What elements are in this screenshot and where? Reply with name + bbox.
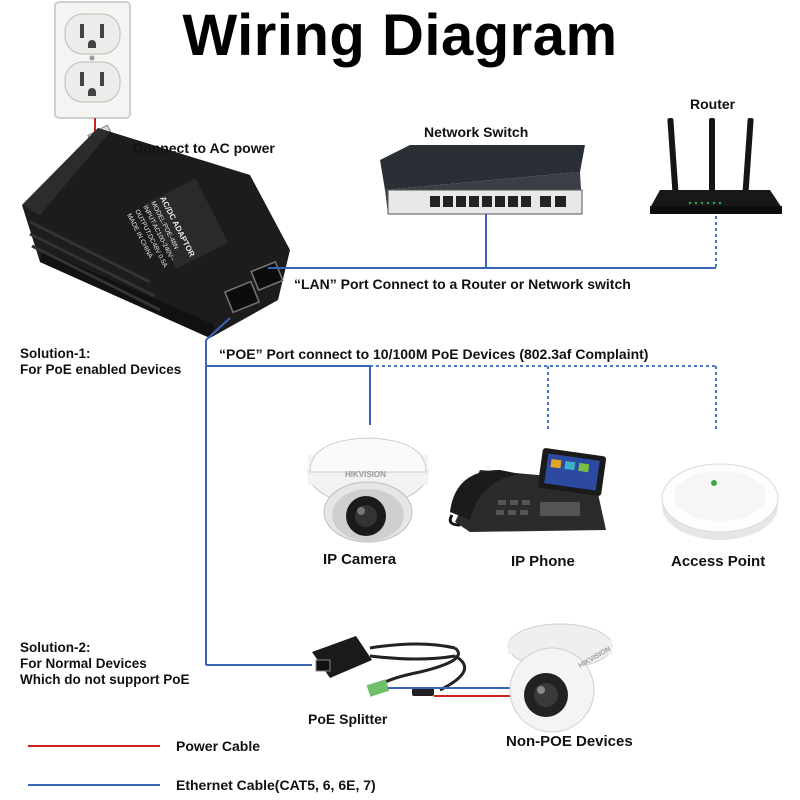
poe-injector-icon — [22, 124, 290, 338]
ip-camera-label: IP Camera — [323, 551, 397, 568]
non-poe-camera-icon: HIKVISION — [507, 623, 613, 733]
ip-phone-icon — [448, 448, 607, 532]
non-poe-devices-label: Non-POE Devices — [506, 733, 633, 750]
solution-1-title: Solution-1: — [20, 346, 91, 361]
solution-2-desc: For Normal Devices — [20, 656, 147, 671]
access-point-label: Access Point — [671, 553, 766, 570]
camera-brand: HIKVISION — [345, 470, 386, 479]
network-switch-icon — [380, 145, 585, 215]
ac-power-label: Connect to AC power — [133, 140, 275, 156]
router-icon — [650, 118, 782, 214]
adapter-label: AC/DC ADAPTOR MODEL:POE-48N INPUT:AC100-… — [125, 195, 196, 269]
ip-camera-icon: HIKVISION — [307, 437, 429, 543]
ip-phone-label: IP Phone — [511, 553, 575, 570]
solution-2-desc: Which do not support PoE — [20, 672, 190, 687]
solution-2-block: Solution-2: For Normal Devices Which do … — [20, 640, 189, 688]
network-switch-label: Network Switch — [424, 124, 529, 140]
access-point-icon — [661, 463, 779, 540]
solution-1-block: Solution-1: For PoE enabled Devices — [20, 346, 181, 378]
poe-splitter-label: PoE Splitter — [308, 711, 388, 727]
router-label: Router — [690, 96, 736, 112]
legend-power-label: Power Cable — [176, 738, 261, 754]
poe-port-label: “POE” Port connect to 10/100M PoE Device… — [219, 346, 649, 362]
page-title: Wiring Diagram — [182, 3, 618, 68]
lan-port-label: “LAN” Port Connect to a Router or Networ… — [294, 276, 631, 292]
solution-1-desc: For PoE enabled Devices — [20, 362, 182, 377]
wall-outlet-icon — [54, 1, 131, 119]
legend-ethernet-label: Ethernet Cable(CAT5, 6, 6E, 7) — [176, 777, 376, 793]
solution-2-title: Solution-2: — [20, 640, 91, 655]
poe-splitter-icon — [312, 636, 467, 697]
